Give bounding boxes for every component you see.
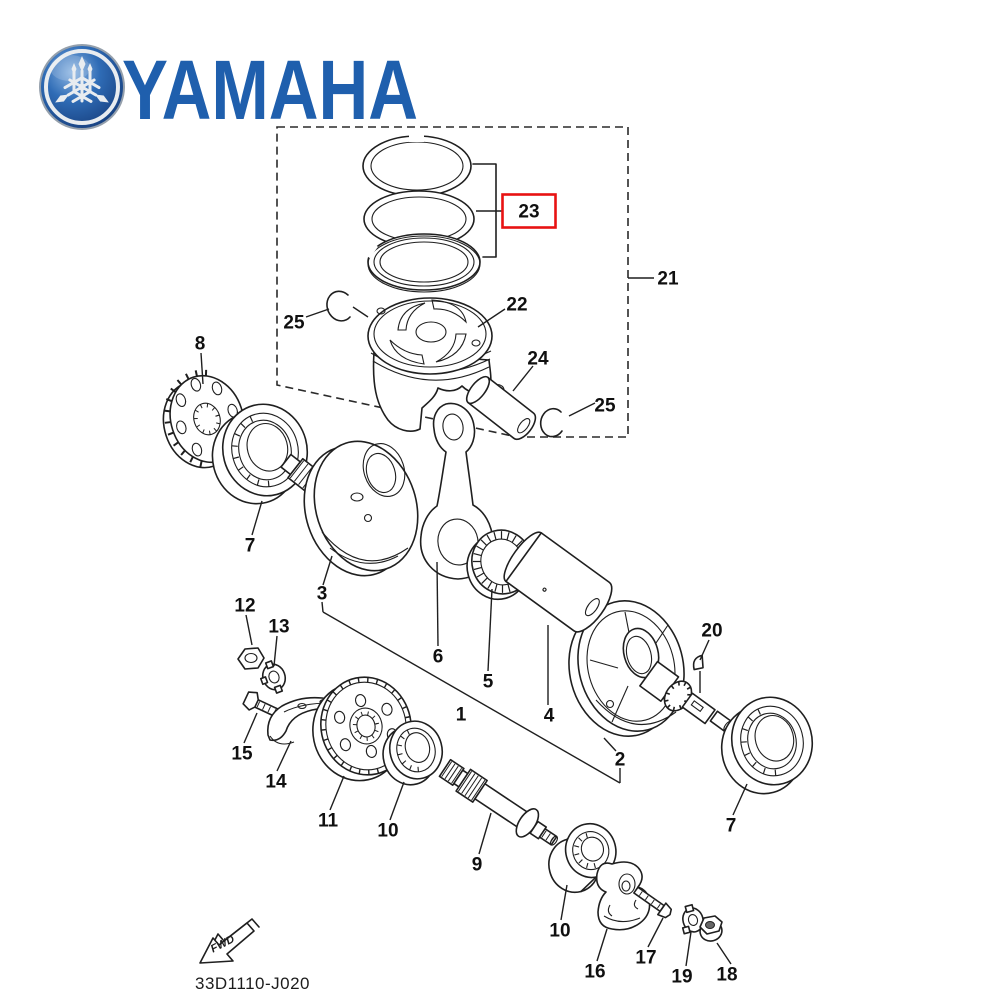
leader-line-10 (560, 884, 568, 921)
leader-line-20 (699, 639, 710, 661)
lock-washer-19 (681, 903, 710, 935)
callout-9-9: 9 (472, 855, 483, 876)
leader-line-12 (245, 614, 253, 646)
callout-19-20: 19 (671, 967, 692, 988)
connecting-rod (419, 402, 494, 580)
piston-pin (465, 375, 537, 441)
callout-17-18: 17 (635, 948, 656, 969)
piston-ring-top (362, 130, 472, 197)
nut-12 (237, 647, 265, 670)
leader-line-9 (478, 812, 492, 855)
leader-line-10 (389, 781, 405, 821)
callout-13-14: 13 (268, 617, 289, 638)
main-bearing-right (720, 696, 814, 795)
callout-1-0: 1 (456, 705, 467, 726)
circlip-left (326, 290, 351, 322)
leader-line-7 (732, 783, 748, 816)
callout-18-19: 18 (716, 965, 737, 986)
rod-small-end-eye (442, 413, 464, 441)
callout-2-1: 2 (615, 750, 626, 771)
callout-7-6: 7 (245, 536, 256, 557)
leader-line-1 (321, 601, 324, 613)
callout-6-5: 6 (433, 647, 444, 668)
leader-line-19 (685, 931, 692, 967)
group-21-boundary (276, 126, 629, 438)
rod-big-end-eye (437, 518, 479, 566)
yamaha-logo: YAMAHA (39, 43, 418, 137)
circlip-right (539, 407, 563, 438)
fwd-arrow: FWD (199, 918, 260, 964)
callout-21-22: 21 (657, 269, 679, 290)
callout-8-8: 8 (195, 334, 206, 355)
callout-22-23: 22 (506, 295, 527, 316)
leader-line-2 (603, 737, 617, 752)
main-bearing-left (211, 403, 309, 505)
leader-line-7 (251, 500, 263, 536)
woodruff-key (692, 654, 704, 671)
callout-20-21: 20 (701, 621, 722, 642)
callout-25-26: 25 (283, 313, 305, 334)
diagram-code: 33D1110-J020 (195, 974, 310, 993)
leader-line-22 (477, 308, 506, 328)
lock-washer-13 (259, 660, 287, 694)
callout-24-25: 24 (527, 349, 549, 370)
leader-line-14 (276, 740, 292, 772)
bolt-17 (633, 886, 673, 919)
bolt-15 (242, 691, 281, 719)
piston-ring-oil (360, 233, 481, 293)
callout-layer: 1234567789101011121314151617181920212223… (195, 193, 748, 988)
callout-7-7: 7 (726, 816, 737, 837)
leader-line-17 (647, 917, 664, 948)
callout-10-10: 10 (377, 821, 398, 842)
piston-crown-valve-pockets (376, 299, 481, 365)
leader-line-8 (200, 352, 204, 385)
leader-line-11 (329, 775, 345, 811)
crank-pin (503, 531, 613, 633)
crank-half-right (568, 600, 733, 737)
callout-23-24: 23 (518, 202, 539, 223)
callout-10-11: 10 (549, 921, 570, 942)
callout-5-4: 5 (483, 672, 494, 693)
leader-line-25 (352, 306, 369, 318)
leader-line-3 (322, 555, 333, 586)
leader-line-13 (273, 635, 278, 667)
leader-line-15 (243, 712, 258, 744)
callout-25-27: 25 (594, 396, 616, 417)
balancer-weight-rear (595, 861, 651, 931)
balancer-bearing-front (382, 720, 444, 786)
callout-14-15: 14 (265, 772, 287, 793)
leader-line-25 (568, 402, 596, 417)
crank-shaft-end (681, 692, 716, 725)
nut-18 (699, 915, 723, 942)
highlight-box-23 (501, 193, 557, 229)
leader-line-25 (305, 308, 330, 318)
callout-4-3: 4 (544, 706, 555, 727)
leader-line-5 (487, 588, 493, 672)
yamaha-wordmark: YAMAHA (122, 43, 418, 137)
tuning-fork-icon (55, 56, 109, 103)
crank-half-left (303, 440, 419, 577)
callout-16-17: 16 (584, 962, 605, 983)
leader-line-24 (512, 365, 534, 392)
leader-line-1 (322, 611, 621, 784)
callout-15-16: 15 (231, 744, 253, 765)
leader-line-16 (596, 928, 608, 962)
callout-11-12: 11 (318, 811, 339, 832)
leader-line-6 (436, 561, 439, 647)
piston (367, 297, 505, 432)
callout-3-2: 3 (317, 584, 328, 605)
leader-line-18 (716, 942, 732, 965)
balancer-shaft (438, 758, 559, 846)
callout-12-13: 12 (234, 596, 255, 617)
